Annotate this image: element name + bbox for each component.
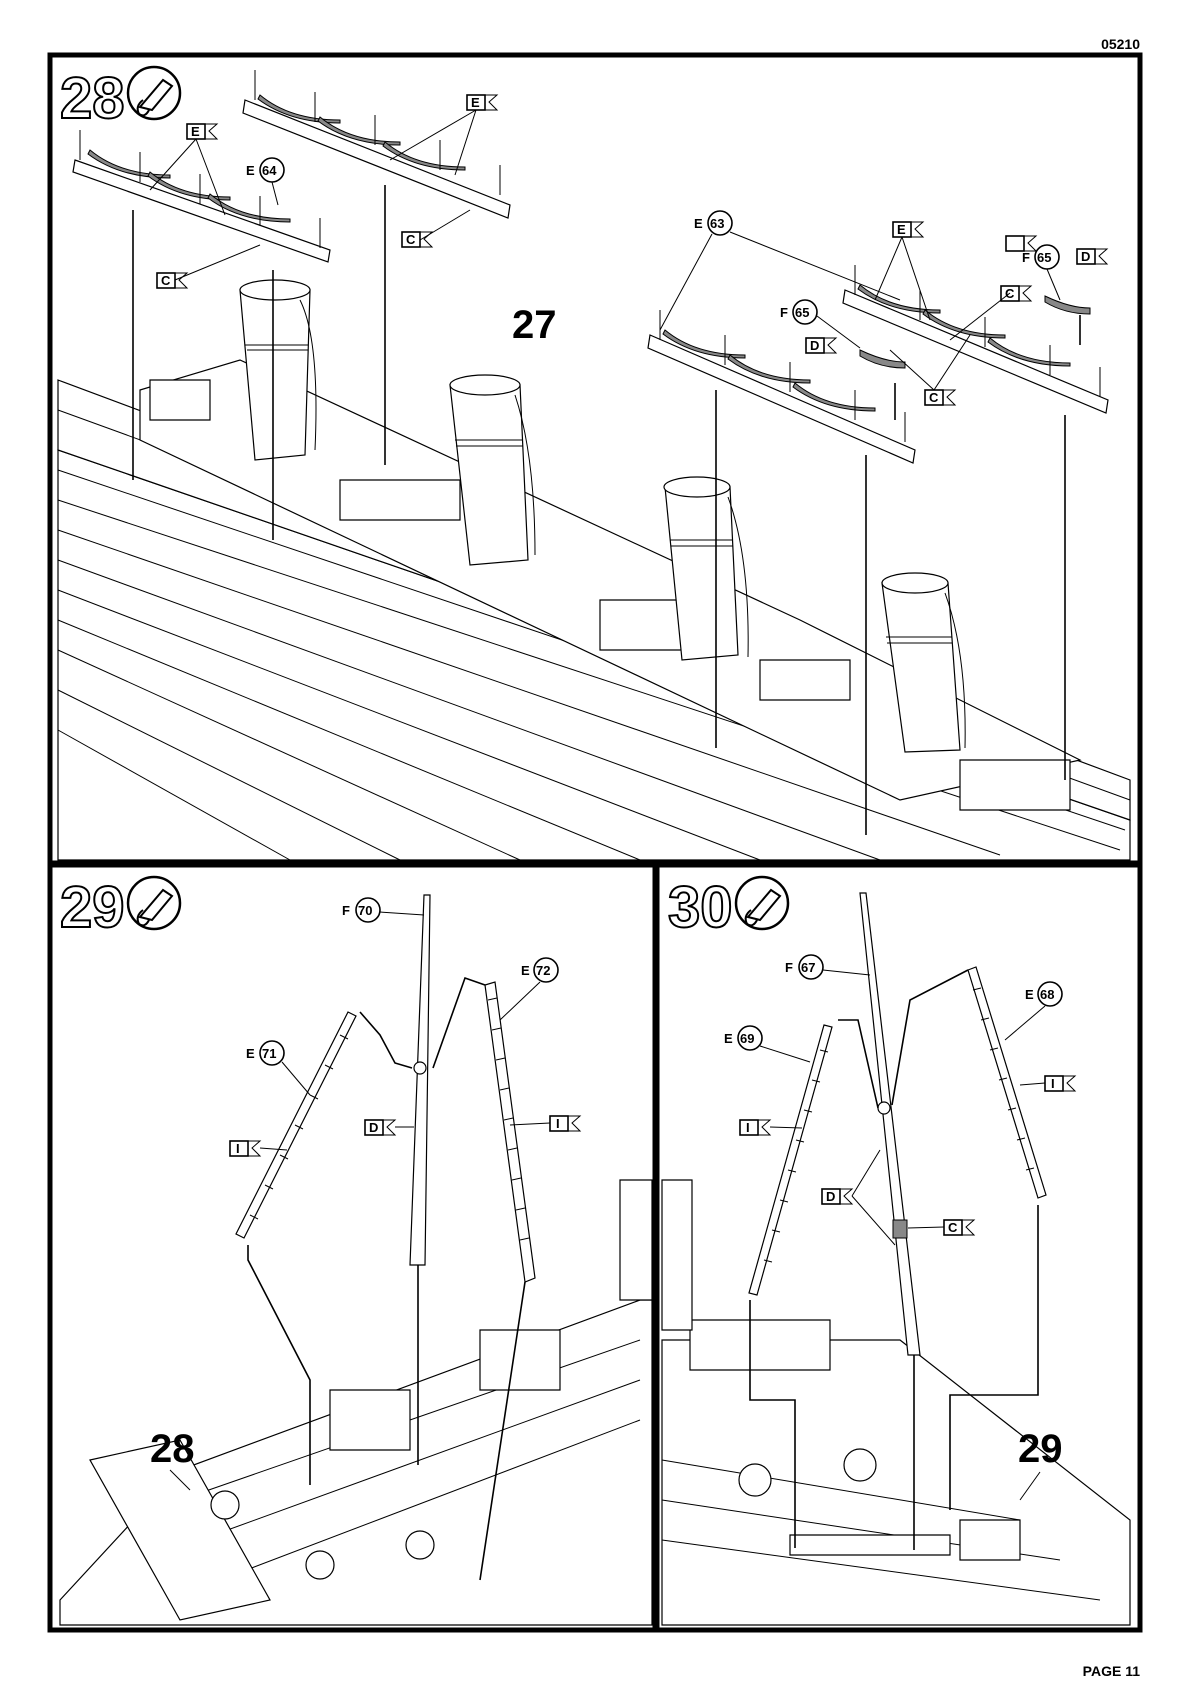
svg-text:E: E	[1025, 987, 1034, 1002]
step-number: 30	[668, 875, 733, 940]
svg-text:C: C	[161, 273, 171, 288]
step-30-panel: 30	[657, 865, 1140, 1630]
svg-text:D: D	[1081, 249, 1090, 264]
svg-text:E: E	[246, 1046, 255, 1061]
svg-text:I: I	[1051, 1076, 1055, 1091]
glue-icon	[128, 877, 180, 929]
step-number: 29	[60, 875, 125, 940]
svg-text:E: E	[694, 216, 703, 231]
svg-text:I: I	[746, 1120, 750, 1135]
step-29-panel: 29	[50, 865, 655, 1630]
svg-text:D: D	[810, 338, 819, 353]
svg-text:69: 69	[740, 1031, 754, 1046]
svg-text:65: 65	[1037, 250, 1051, 265]
assembly-reference: 28	[150, 1427, 195, 1471]
svg-text:E: E	[724, 1031, 733, 1046]
svg-text:I: I	[236, 1141, 240, 1156]
svg-text:65: 65	[795, 305, 809, 320]
svg-text:I: I	[556, 1116, 560, 1131]
svg-text:63: 63	[710, 216, 724, 231]
glue-icon	[128, 67, 180, 119]
svg-text:70: 70	[358, 903, 372, 918]
svg-text:E: E	[897, 222, 906, 237]
svg-text:C: C	[929, 390, 939, 405]
svg-text:F: F	[780, 305, 788, 320]
svg-text:71: 71	[262, 1046, 276, 1061]
step-28-panel: 28	[50, 55, 1140, 863]
svg-text:E: E	[471, 95, 480, 110]
svg-text:F: F	[1022, 250, 1030, 265]
svg-text:E: E	[191, 124, 200, 139]
svg-text:64: 64	[262, 163, 277, 178]
assembly-reference: 27	[512, 303, 557, 347]
svg-text:F: F	[785, 960, 793, 975]
svg-text:E: E	[246, 163, 255, 178]
assembly-reference: 29	[1018, 1427, 1063, 1471]
svg-text:C: C	[406, 232, 416, 247]
svg-text:E: E	[521, 963, 530, 978]
svg-text:72: 72	[536, 963, 550, 978]
svg-text:68: 68	[1040, 987, 1054, 1002]
svg-text:F: F	[342, 903, 350, 918]
svg-text:D: D	[369, 1120, 378, 1135]
glue-icon	[736, 877, 788, 929]
svg-text:D: D	[826, 1189, 835, 1204]
svg-text:C: C	[948, 1220, 958, 1235]
step-number: 28	[60, 66, 125, 131]
svg-text:67: 67	[801, 960, 815, 975]
